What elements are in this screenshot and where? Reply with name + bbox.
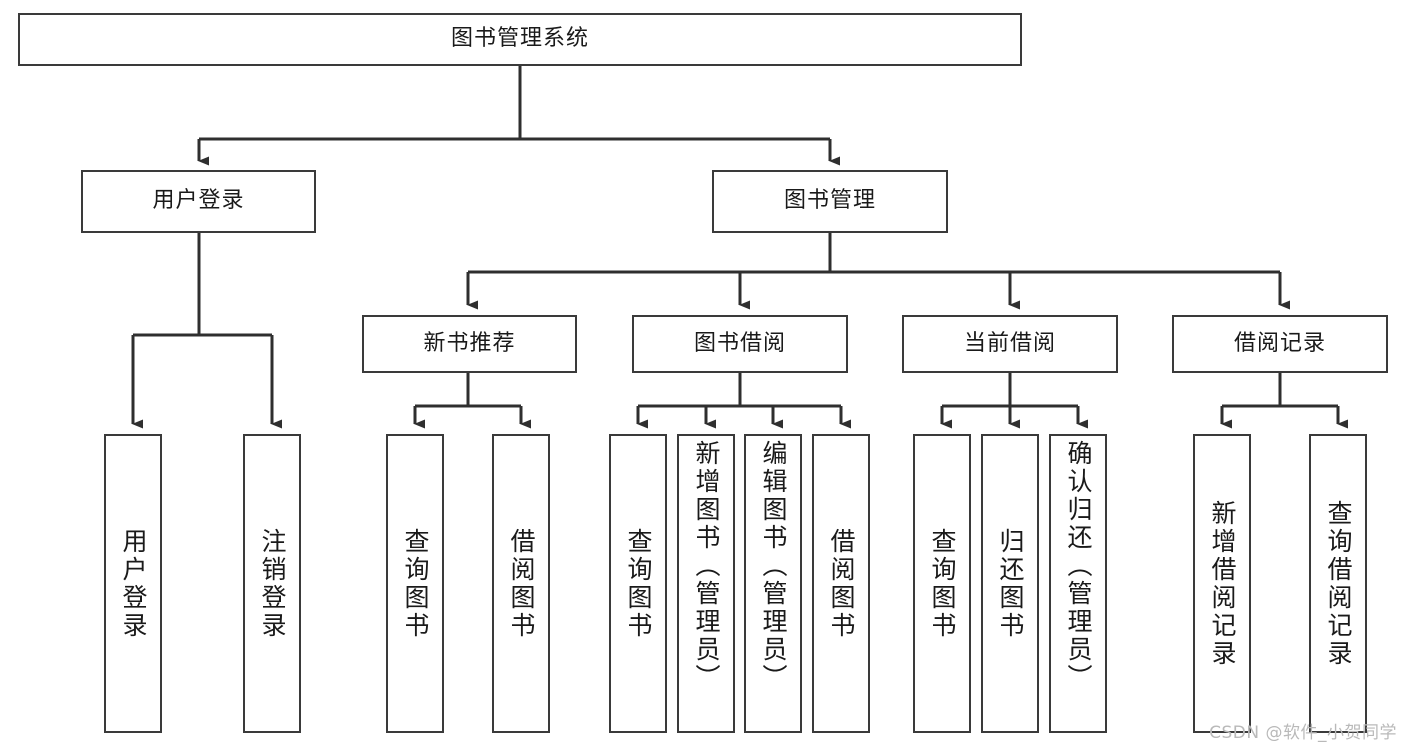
leaf-label: 新增借阅记录 (1208, 499, 1237, 668)
node-label: 借阅记录 (1233, 330, 1326, 356)
leaf-add-borrow-record[interactable]: 新增借阅记录 (1193, 434, 1251, 733)
leaf-query-book-recommend[interactable]: 查询图书 (386, 434, 444, 733)
node-label: 图书管理系统 (450, 26, 589, 52)
node-label: 当前借阅 (963, 330, 1056, 356)
leaf-label: 查询图书 (928, 527, 957, 640)
node-label: 用户登录 (152, 188, 245, 214)
leaf-label: 注销登录 (258, 527, 287, 640)
leaf-label: 借阅图书 (507, 527, 536, 640)
leaf-label: 查询图书 (624, 527, 653, 640)
leaf-edit-book-admin[interactable]: 编辑图书（管理员） (744, 434, 802, 733)
leaf-user-login[interactable]: 用户登录 (104, 434, 162, 733)
leaf-label: 用户登录 (119, 527, 148, 640)
leaf-label: 查询借阅记录 (1324, 499, 1353, 668)
leaf-borrow-book[interactable]: 借阅图书 (812, 434, 870, 733)
node-current-borrow[interactable]: 当前借阅 (902, 315, 1118, 373)
node-borrow-record[interactable]: 借阅记录 (1172, 315, 1388, 373)
leaf-query-book-current[interactable]: 查询图书 (913, 434, 971, 733)
node-label: 图书管理 (783, 188, 876, 214)
node-new-book-recommend[interactable]: 新书推荐 (362, 315, 577, 373)
leaf-return-book[interactable]: 归还图书 (981, 434, 1039, 733)
leaf-logout[interactable]: 注销登录 (243, 434, 301, 733)
node-label: 新书推荐 (423, 330, 516, 356)
node-user-login[interactable]: 用户登录 (81, 170, 316, 233)
leaf-query-borrow-record[interactable]: 查询借阅记录 (1309, 434, 1367, 733)
node-root-book-management-system[interactable]: 图书管理系统 (18, 13, 1022, 66)
leaf-label: 归还图书 (996, 527, 1025, 640)
leaf-label: 查询图书 (401, 527, 430, 640)
leaf-label: 借阅图书 (827, 527, 856, 640)
leaf-label: 确认归还（管理员） (1064, 440, 1093, 692)
leaf-borrow-book-recommend[interactable]: 借阅图书 (492, 434, 550, 733)
node-label: 图书借阅 (693, 330, 786, 356)
node-book-management[interactable]: 图书管理 (712, 170, 948, 233)
node-book-borrow[interactable]: 图书借阅 (632, 315, 848, 373)
leaf-confirm-return-admin[interactable]: 确认归还（管理员） (1049, 434, 1107, 733)
leaf-query-book-borrow[interactable]: 查询图书 (609, 434, 667, 733)
leaf-add-book-admin[interactable]: 新增图书（管理员） (677, 434, 735, 733)
watermark: CSDN @软件_小贺同学 (1209, 723, 1397, 743)
leaf-label: 新增图书（管理员） (692, 440, 721, 692)
leaf-label: 编辑图书（管理员） (759, 440, 788, 692)
